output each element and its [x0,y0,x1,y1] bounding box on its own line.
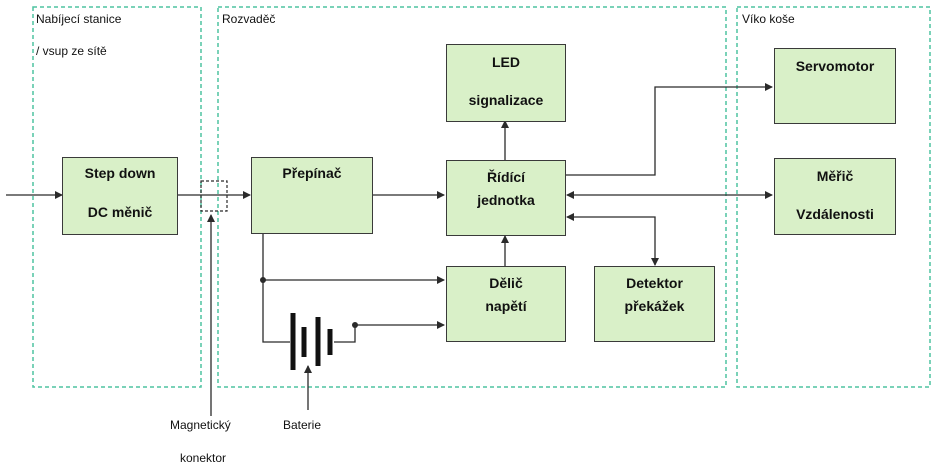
block-meric-line1: Měřič [816,168,854,184]
block-prepinac: Přepínač [251,157,373,234]
block-meric-line2: Vzdálenosti [796,206,874,222]
block-led-line2: signalizace [468,92,544,108]
block-ridici-line2: jednotka [477,192,535,208]
block-detektor-line1: Detektor [626,275,683,291]
wire-prepinac-battery [262,232,290,343]
arrow-ridici-detektor [566,213,659,266]
magnetic-connector-symbol [200,180,228,212]
block-servomotor: Servomotor [774,48,896,124]
block-prepinac-line1: Přepínač [282,165,342,181]
block-step-down-line1: Step down [84,165,156,181]
block-delic-line1: Dělič [489,275,523,291]
group-station-subtitle: / vsup ze sítě [36,44,107,58]
block-ridici-line1: Řídící [486,169,526,185]
group-viko-title: Víko koše [742,12,795,26]
block-step-down: Step down DC měnič [62,157,178,235]
block-step-down-line2: DC měnič [87,204,153,220]
group-rozvadec-frame [217,6,727,388]
block-detektor-prekazek: Detektor překážek [594,266,715,342]
callout-magneticky: Magnetický [170,418,231,432]
block-ridici-jednotka: Řídící jednotka [446,160,566,236]
arrow-battery-delic [334,321,445,343]
junction-dot [352,322,358,328]
callout-baterie: Baterie [283,418,322,432]
block-delic-line2: napětí [485,298,527,314]
arrow-ridici-servo [564,83,773,176]
callout-konektor: konektor [180,451,227,465]
group-station-title: Nabíjecí stanice [36,12,122,26]
block-led-line1: LED [492,54,520,70]
block-led: LED signalizace [446,44,566,122]
battery-symbol [290,313,333,370]
block-meric-vzdalenosti: Měřič Vzdálenosti [774,158,896,235]
block-detektor-line2: překážek [624,298,685,314]
block-servo-line1: Servomotor [795,58,875,74]
junction-dot [260,277,266,283]
block-delic-napeti: Dělič napětí [446,266,566,342]
group-rozvadec-title: Rozvaděč [222,12,276,26]
